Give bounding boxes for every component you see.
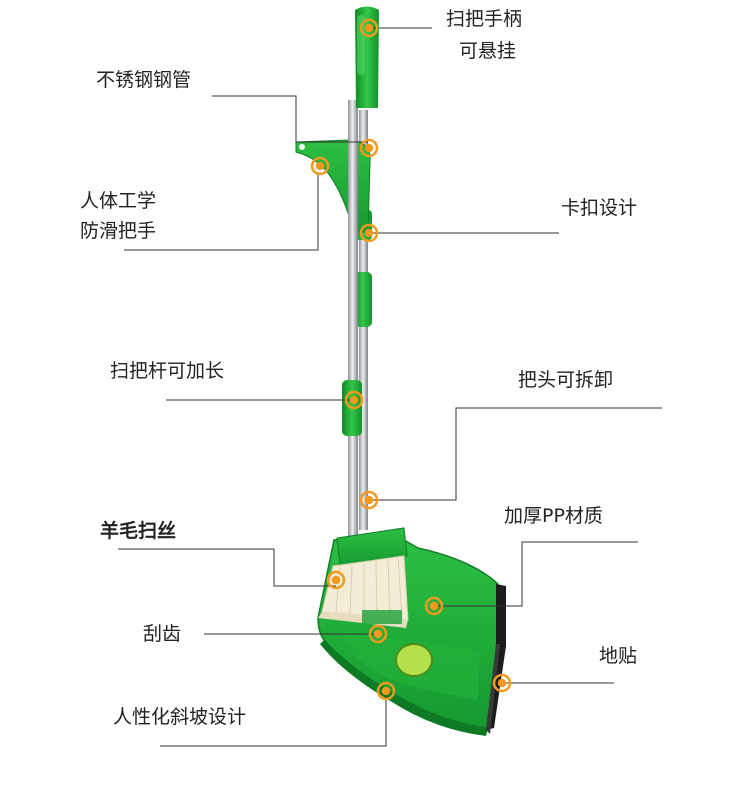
label-floor-strip: 地贴 [599,645,638,667]
label-handle: 扫把手柄 [446,8,523,30]
label-ergonomic-line1: 人体工学 [80,190,157,212]
marker-extendable [344,390,364,410]
label-ergonomic-line2: 防滑把手 [80,220,157,242]
marker-steel-pipe [359,138,379,158]
label-clip: 卡扣设计 [561,197,638,219]
marker-floor-strip [492,673,512,693]
label-hangable: 可悬挂 [459,40,517,62]
marker-slope [376,681,396,701]
leader-lines [118,27,662,747]
label-thick-pp: 加厚PP材质 [504,505,603,527]
callout-markers [310,18,512,701]
marker-comb-teeth [368,624,388,644]
marker-clip [359,223,379,243]
hang-hole [299,144,305,150]
marker-ergonomic [310,156,330,176]
marker-bristles [326,570,346,590]
label-bristles: 羊毛扫丝 [100,520,177,542]
label-steel-pipe: 不锈钢钢管 [96,69,192,91]
label-extendable: 扫把杆可加长 [110,360,225,382]
marker-handle [359,18,379,38]
label-slope: 人性化斜坡设计 [113,706,247,728]
label-comb-teeth: 刮齿 [143,623,182,645]
ergonomic-handle [295,139,371,233]
marker-removable-head [359,490,379,510]
broom-head [318,527,409,628]
label-removable-head: 把头可拆卸 [518,369,614,391]
marker-thick-pp [424,596,444,616]
